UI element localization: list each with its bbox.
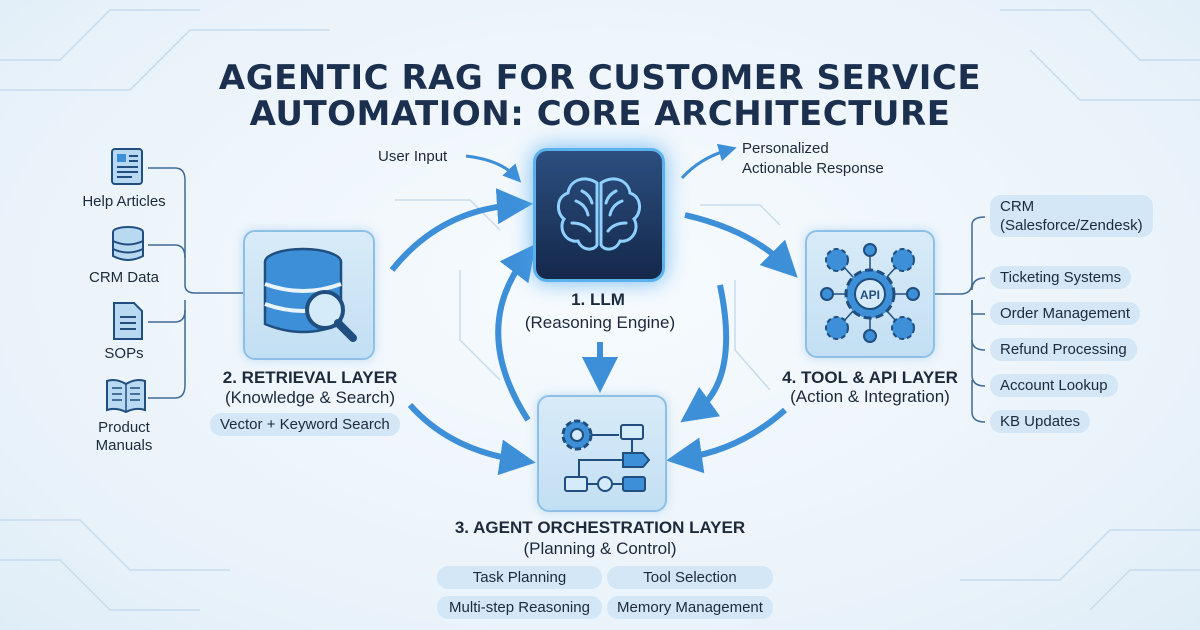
orchestration-tag: Task Planning <box>437 566 602 589</box>
orchestration-box[interactable] <box>537 395 667 512</box>
crm-line-1: CRM <box>1000 198 1035 215</box>
retrieval-title: 2. RETRIEVAL LAYER <box>222 368 398 387</box>
response-line-1: Personalized <box>742 140 829 157</box>
user-input-label: User Input <box>378 148 448 165</box>
response-label: Personalized Actionable Response <box>742 139 884 179</box>
source-label-help-articles: Help Articles <box>82 193 166 210</box>
tools-subtitle: (Action & Integration) <box>790 387 950 406</box>
integration-item: Refund Processing <box>990 338 1137 361</box>
manuals-line-2: Manuals <box>95 437 153 454</box>
integration-item: Account Lookup <box>990 374 1118 397</box>
integration-item: Ticketing Systems <box>990 266 1132 289</box>
llm-subtitle: (Reasoning Engine) <box>524 313 676 332</box>
document-icon <box>113 302 143 340</box>
api-gears-icon: API <box>820 243 920 343</box>
source-label-sops: SOPs <box>104 345 144 362</box>
orchestration-subtitle: (Planning & Control) <box>523 539 677 558</box>
book-icon <box>106 379 146 414</box>
brain-icon <box>557 177 641 251</box>
title-line-1: AGENTIC RAG FOR CUSTOMER SERVICE <box>218 58 982 98</box>
llm-title: 1. LLM <box>571 290 625 309</box>
llm-box[interactable] <box>533 148 665 282</box>
retrieval-box[interactable] <box>243 230 375 360</box>
manuals-line-1: Product <box>98 419 150 436</box>
integration-item: Order Management <box>990 302 1141 325</box>
response-line-2: Actionable Response <box>742 160 884 177</box>
integration-item: KB Updates <box>990 410 1091 433</box>
tools-title: 4. TOOL & API LAYER <box>782 368 958 387</box>
orchestration-tag: Multi-step Reasoning <box>437 596 602 619</box>
integration-crm: CRM (Salesforce/Zendesk) <box>990 195 1153 237</box>
database-search-icon <box>263 247 357 342</box>
orchestration-tag: Memory Management <box>607 596 773 619</box>
database-icon <box>112 226 144 261</box>
retrieval-subtitle: (Knowledge & Search) <box>224 388 396 407</box>
crm-line-2: (Salesforce/Zendesk) <box>1000 217 1143 234</box>
source-label-crm-data: CRM Data <box>88 269 159 286</box>
tools-box[interactable]: API <box>805 230 935 358</box>
orchestration-tag: Tool Selection <box>607 566 773 589</box>
retrieval-tag: Vector + Keyword Search <box>210 413 400 436</box>
orchestration-title: 3. AGENT ORCHESTRATION LAYER <box>454 518 746 537</box>
api-text: API <box>860 288 880 302</box>
title-line-2: AUTOMATION: CORE ARCHITECTURE <box>249 94 951 134</box>
article-icon <box>111 148 143 185</box>
workflow-gear-icon <box>561 419 651 492</box>
